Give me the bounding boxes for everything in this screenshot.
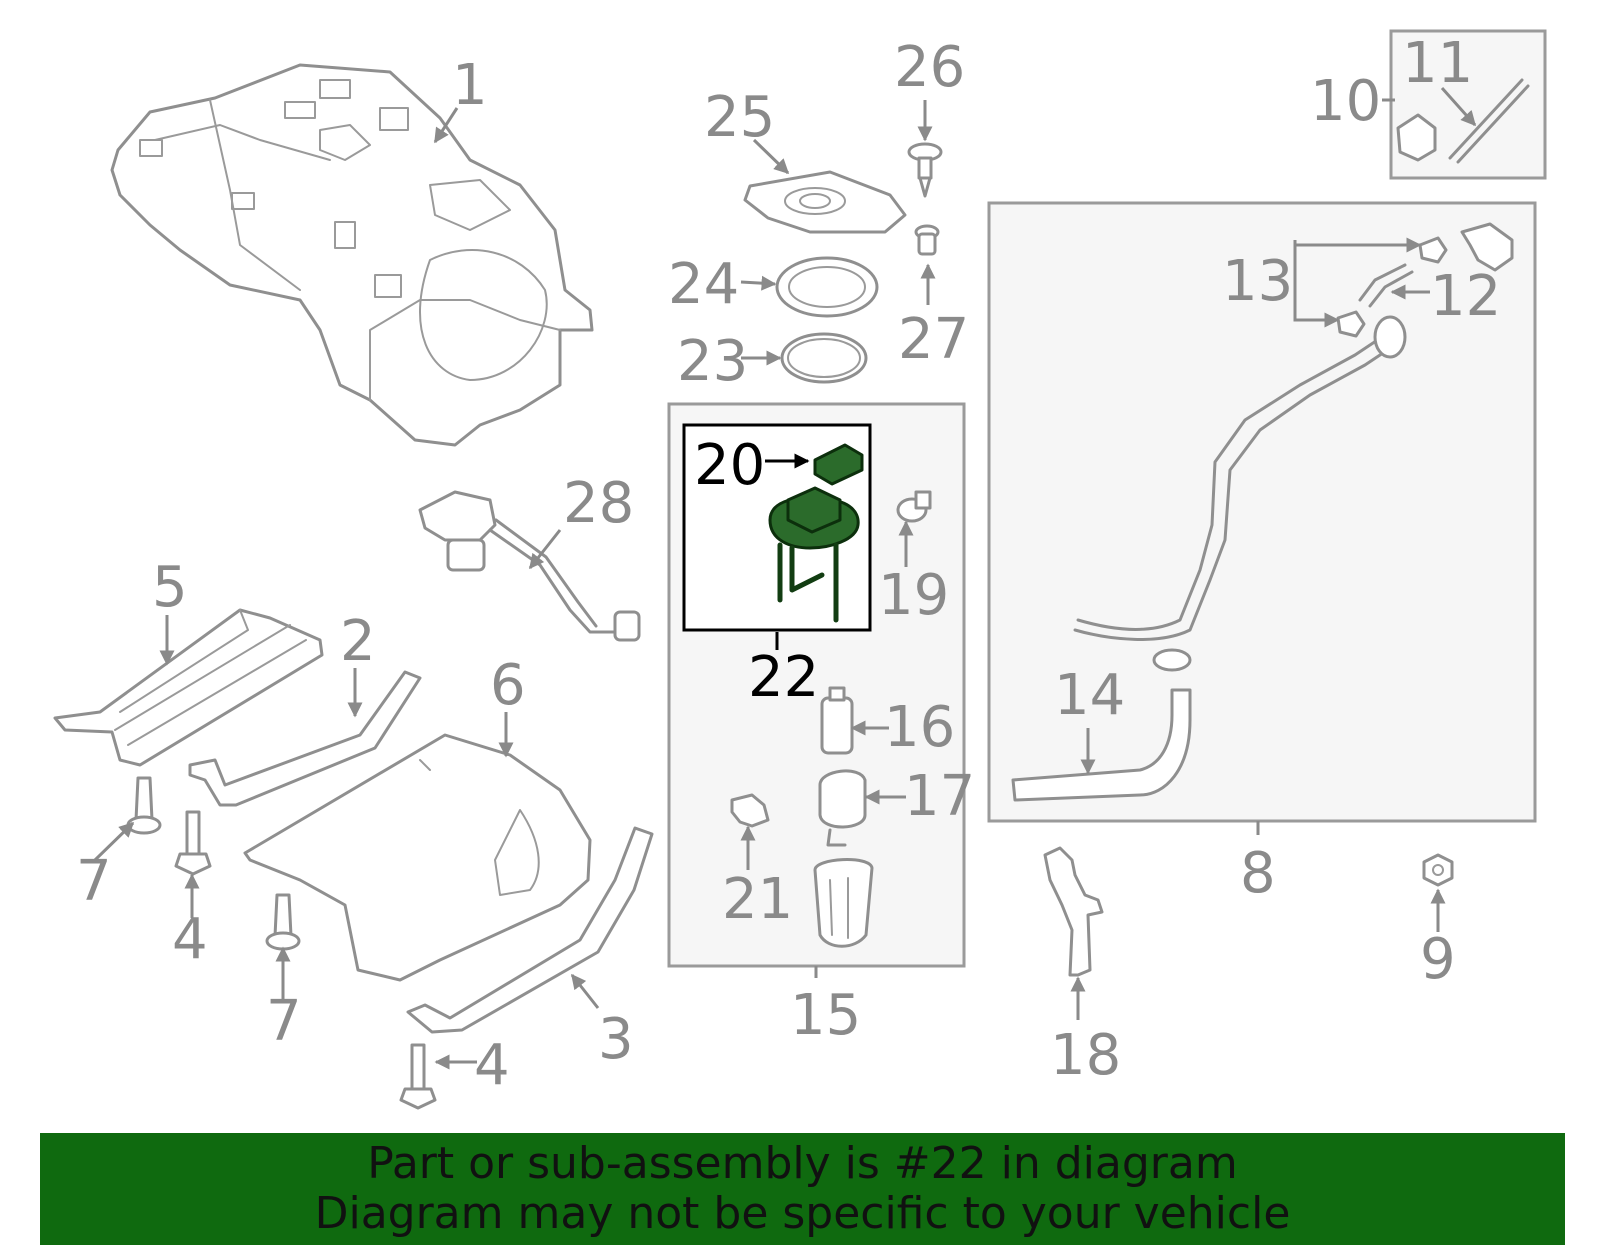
fuel-sender-part-28[interactable] — [418, 490, 641, 642]
cover-plate-part-25[interactable] — [743, 170, 907, 234]
bolt-part-4b[interactable] — [399, 1043, 437, 1110]
callout-18[interactable]: 18 — [1050, 1023, 1121, 1088]
clamp-part-13b[interactable] — [1336, 310, 1366, 338]
callout-8[interactable]: 8 — [1240, 841, 1276, 906]
clip-part-19[interactable] — [896, 490, 932, 523]
tank-strap-part-3[interactable] — [406, 826, 654, 1034]
filler-pipe-part-8[interactable] — [1073, 315, 1407, 641]
callout-22[interactable]: 22 — [748, 645, 819, 710]
under-shield-part-6[interactable] — [243, 733, 592, 982]
fuel-cap-part-10[interactable] — [1396, 113, 1437, 162]
callout-7b[interactable]: 7 — [266, 989, 302, 1054]
callout-labels: 1 25 26 24 27 23 28 5 2 6 7 4 7 4 3 20 2… — [76, 31, 1501, 1098]
gasket-part-23[interactable] — [780, 332, 868, 384]
group-box-8 — [987, 201, 1537, 823]
callout-2[interactable]: 2 — [340, 609, 376, 674]
bolt-part-7b[interactable] — [265, 893, 301, 951]
nut-part-9[interactable] — [1422, 853, 1454, 887]
callout-20[interactable]: 20 — [694, 433, 765, 498]
clamp-hose[interactable] — [1152, 648, 1192, 672]
lock-ring-part-24[interactable] — [775, 256, 879, 318]
callout-4a[interactable]: 4 — [172, 907, 208, 972]
callout-28[interactable]: 28 — [563, 471, 634, 536]
bolt-part-4a[interactable] — [174, 810, 212, 876]
callout-17[interactable]: 17 — [904, 764, 975, 829]
callout-27[interactable]: 27 — [898, 307, 969, 372]
callout-25[interactable]: 25 — [704, 85, 775, 150]
callout-5[interactable]: 5 — [152, 555, 188, 620]
callout-11[interactable]: 11 — [1402, 31, 1473, 96]
callout-10[interactable]: 10 — [1310, 69, 1381, 134]
callout-21[interactable]: 21 — [722, 867, 793, 932]
callout-19[interactable]: 19 — [878, 563, 949, 628]
callout-9[interactable]: 9 — [1420, 927, 1456, 992]
callout-4b[interactable]: 4 — [474, 1033, 510, 1098]
hose-part-14[interactable] — [1011, 688, 1192, 802]
filler-cap-housing[interactable] — [1460, 222, 1514, 272]
callout-14[interactable]: 14 — [1054, 663, 1125, 728]
regulator-part-21[interactable] — [730, 793, 770, 828]
screw-part-26[interactable] — [907, 142, 943, 198]
callout-24[interactable]: 24 — [668, 252, 739, 317]
callout-23[interactable]: 23 — [677, 329, 748, 394]
fuel-pump-module-part-22[interactable] — [768, 443, 864, 623]
fuel-filter-part-16[interactable] — [820, 686, 854, 755]
bracket-part-18[interactable] — [1043, 846, 1104, 977]
callout-7a[interactable]: 7 — [76, 849, 112, 914]
leader-lines — [93, 87, 1477, 1070]
callout-12[interactable]: 12 — [1430, 264, 1501, 329]
banner-line-2: Diagram may not be specific to your vehi… — [314, 1188, 1291, 1239]
callout-26[interactable]: 26 — [894, 35, 965, 100]
banner-line-1: Part or sub-assembly is #22 in diagram — [367, 1138, 1238, 1189]
sender-reservoir-bucket[interactable] — [813, 858, 874, 948]
callout-3[interactable]: 3 — [598, 1007, 634, 1072]
cap-tether-part-11[interactable] — [1448, 78, 1530, 164]
info-banner: Part or sub-assembly is #22 in diagram D… — [40, 1133, 1565, 1245]
callout-6[interactable]: 6 — [490, 653, 526, 718]
vent-hose-part-12[interactable] — [1358, 263, 1414, 308]
callout-16[interactable]: 16 — [884, 695, 955, 760]
tank-strap-part-2[interactable] — [188, 670, 422, 807]
pump-part-17[interactable] — [818, 769, 867, 847]
callout-13[interactable]: 13 — [1222, 249, 1293, 314]
grommet-part-27[interactable] — [914, 224, 940, 256]
callout-15[interactable]: 15 — [790, 983, 861, 1048]
fuel-tank-part-1[interactable] — [110, 63, 594, 447]
clamp-part-13a[interactable] — [1418, 236, 1448, 264]
callout-1[interactable]: 1 — [452, 53, 488, 118]
heat-shield-part-5[interactable] — [53, 608, 324, 767]
